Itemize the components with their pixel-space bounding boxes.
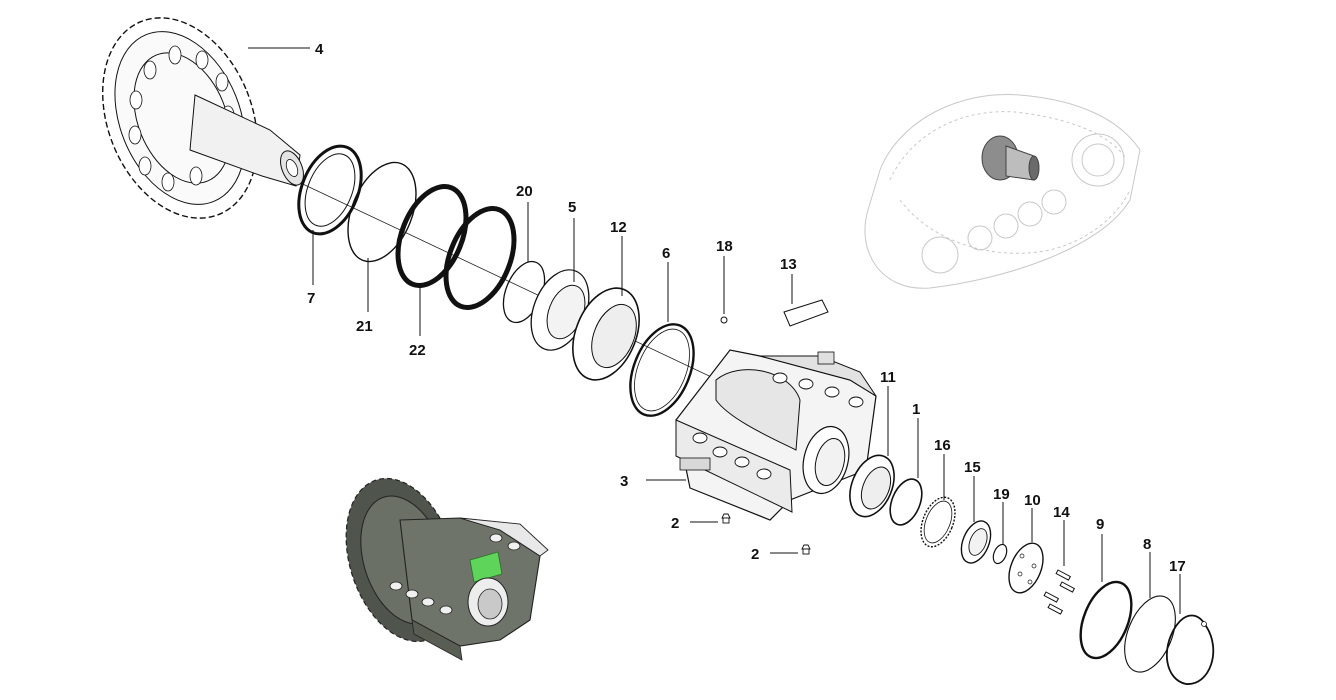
callout-12: 12 (610, 219, 627, 236)
seal-ring-6 (629, 323, 695, 417)
snap-ring-1 (889, 478, 923, 526)
o-ring-9 (1079, 580, 1133, 660)
callout-8: 8 (1143, 536, 1151, 553)
callout-13: 13 (780, 256, 797, 273)
assembly-axis (289, 177, 761, 401)
callout-4: 4 (315, 41, 324, 58)
end-cap-10 (1008, 542, 1044, 594)
bearing-cup-12 (572, 287, 640, 381)
label-plate-13 (783, 299, 829, 327)
callout-7: 7 (307, 290, 315, 307)
seal-ring-22 (395, 183, 469, 289)
callout-9: 9 (1096, 516, 1104, 533)
assembled-hub-icon (345, 477, 549, 661)
callout-11: 11 (880, 369, 896, 386)
seal-ring-7 (297, 144, 363, 236)
callout-16: 16 (934, 437, 951, 454)
bearing-11 (849, 454, 895, 518)
tone-ring-16 (920, 496, 956, 548)
callout-6: 6 (662, 245, 670, 262)
seal-ring-22b (443, 205, 517, 311)
plug-18 (720, 316, 728, 324)
callout-15: 15 (964, 459, 981, 476)
o-ring-21 (347, 161, 417, 263)
sprocket-hub-icon (102, 17, 304, 219)
callout-2b: 2 (751, 546, 759, 563)
callout-1: 1 (912, 401, 920, 418)
cover-disc-8 (1124, 595, 1176, 673)
track-assembly-icon (864, 93, 1141, 289)
callout-20: 20 (516, 183, 533, 200)
callout-21: 21 (356, 318, 373, 335)
callout-10: 10 (1024, 492, 1041, 509)
callout-5: 5 (568, 199, 576, 216)
cap-bolts-14 (1043, 569, 1076, 615)
callout-18: 18 (716, 238, 733, 255)
callout-3: 3 (620, 473, 628, 490)
hub-housing-icon (675, 349, 877, 521)
callout-22: 22 (409, 342, 426, 359)
retaining-ring-17 (1166, 614, 1215, 685)
lock-nut-15 (960, 520, 992, 564)
callout-19: 19 (993, 486, 1010, 503)
grease-fitting-2b (801, 544, 811, 555)
callout-2a: 2 (671, 515, 679, 532)
callout-14: 14 (1053, 504, 1070, 521)
callout-17: 17 (1169, 558, 1186, 575)
grease-fitting-2a (721, 513, 731, 524)
o-ring-19 (992, 543, 1008, 565)
